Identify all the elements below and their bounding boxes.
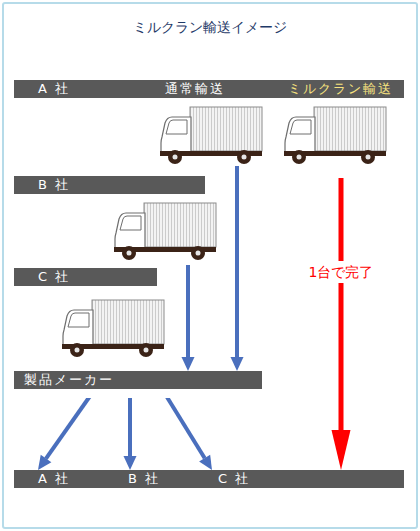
arrow-head bbox=[231, 357, 244, 371]
company-band: A 社B 社C 社 bbox=[14, 470, 404, 488]
arrow-shaft bbox=[128, 389, 132, 456]
flow-arrow bbox=[162, 389, 212, 470]
band-label: B 社 bbox=[128, 470, 160, 488]
band-label: A 社 bbox=[38, 470, 70, 488]
arrow-shaft bbox=[46, 389, 95, 459]
band-label: C 社 bbox=[38, 268, 70, 286]
arrow-head bbox=[332, 430, 351, 470]
truck-icon bbox=[160, 107, 262, 164]
band-label: B 社 bbox=[38, 176, 70, 194]
flow-arrow bbox=[38, 389, 95, 470]
gap-mask bbox=[160, 98, 264, 166]
band-label: 通常輸送 bbox=[165, 80, 225, 98]
truck-icon bbox=[62, 300, 164, 357]
gap-mask bbox=[284, 98, 388, 178]
band-label: C 社 bbox=[218, 470, 250, 488]
company-band: C 社 bbox=[14, 268, 157, 286]
arrow-head bbox=[38, 455, 51, 470]
gap-mask bbox=[114, 194, 218, 265]
band-label: ミルクラン輸送 bbox=[288, 80, 393, 98]
edge-label: 1台で完了 bbox=[308, 261, 375, 283]
maker-band: 製品メーカー bbox=[14, 371, 262, 389]
company-band: A 社 通常輸送 ミルクラン輸送 bbox=[14, 80, 404, 98]
flow-arrow bbox=[124, 389, 137, 470]
arrow-head bbox=[182, 357, 195, 371]
diagram-title: ミルクラン輸送イメージ bbox=[0, 19, 420, 37]
arrow-shaft bbox=[162, 389, 205, 458]
company-band: B 社 bbox=[14, 176, 205, 194]
arrow-head bbox=[124, 456, 137, 470]
truck-icon bbox=[284, 107, 386, 164]
gap-mask bbox=[20, 389, 250, 398]
arrow-head bbox=[199, 455, 212, 470]
band-label: 製品メーカー bbox=[24, 371, 114, 389]
truck-icon bbox=[114, 203, 216, 260]
band-label: A 社 bbox=[38, 80, 70, 98]
